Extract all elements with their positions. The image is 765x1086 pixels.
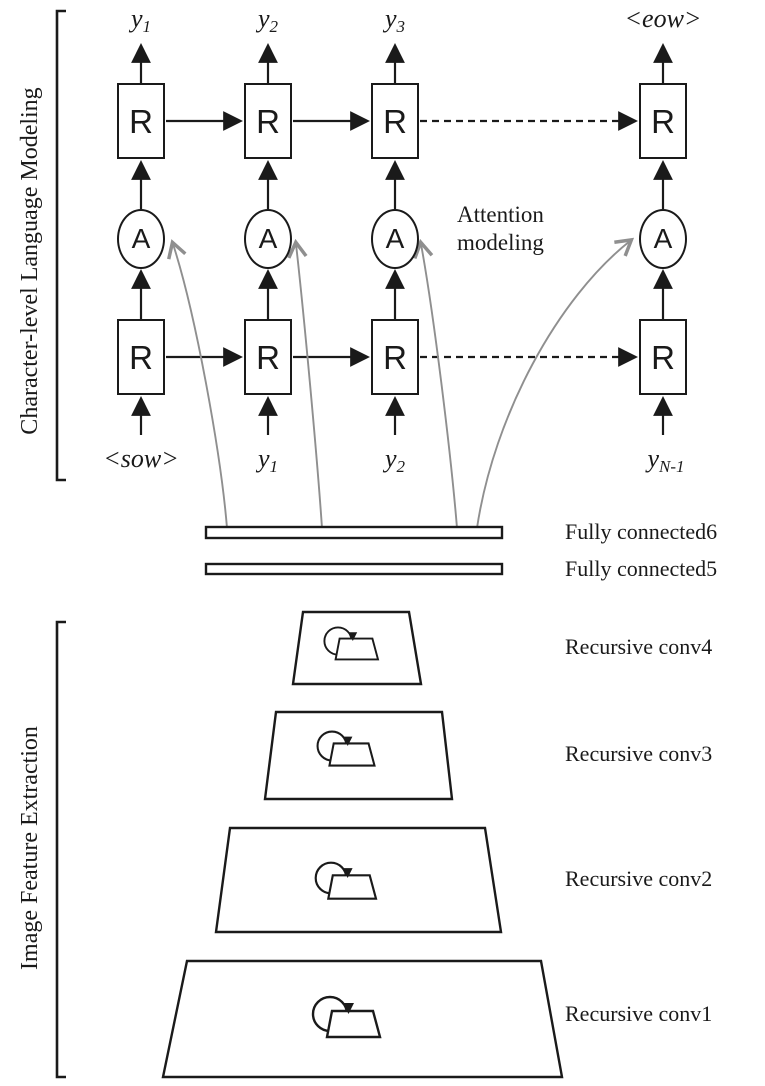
recurrent-node-top-4: R [639,83,687,159]
vertical-arrows [131,43,673,435]
output-label-3: y3 [347,4,443,36]
attention-feed-arrow-3 [413,238,458,529]
input-label-3: y2 [347,444,443,476]
recurrent-node-top-1: R [117,83,165,159]
attention-node-4: A [639,209,687,269]
language-modeling-bracket [55,9,66,482]
conv3-label: Recursive conv3 [565,741,713,766]
input-label-4-sub: N-1 [659,456,685,476]
attention-feed-arrow-4 [476,237,635,529]
output-label-4-base: <eow> [624,4,702,33]
recurrent-node-bottom-2: R [244,319,292,395]
recurrent-node-top-2: R [244,83,292,159]
section-label-feature-extraction: Image Feature Extraction [17,726,43,970]
attention-modeling-note: Attention modeling [457,201,544,257]
output-label-2: y2 [220,4,316,36]
attention-node-1: A [117,209,165,269]
output-label-2-sub: 2 [269,16,279,36]
output-label-2-base: y [257,4,270,33]
attention-node-3: A [371,209,419,269]
output-label-4: <eow> [615,4,711,36]
output-label-1: y1 [93,4,189,36]
input-label-3-base: y [384,444,397,473]
output-label-3-base: y [384,4,397,33]
fc5-label: Fully connected5 [565,556,718,581]
feature-extraction-bracket [55,620,66,1079]
input-label-2: y1 [220,444,316,476]
attention-modeling-note-line1: Attention [457,202,544,227]
recurrence-arrows [166,111,638,367]
attention-feed-arrow-1 [167,239,228,529]
recurrent-node-top-3: R [371,83,419,159]
conv1-label: Recursive conv1 [565,1001,713,1026]
input-label-3-sub: 2 [396,456,406,476]
fully-connected5-bar [204,562,504,576]
section-label-language-modeling: Character-level Language Modeling [17,87,43,435]
conv4-label: Recursive conv4 [565,634,713,659]
attention-feed-arrow-2 [287,238,323,529]
input-label-1: <sow> [93,444,189,476]
fully-connected6-bar [204,525,504,540]
input-label-4: yN-1 [618,444,714,476]
input-label-1-base: <sow> [103,444,179,473]
input-label-2-sub: 1 [269,456,279,476]
attention-modeling-note-line2: modeling [457,230,544,255]
conv2-label: Recursive conv2 [565,866,713,891]
input-label-4-base: y [647,444,660,473]
attention-feed-arrows [167,237,635,529]
attention-node-2: A [244,209,292,269]
output-label-3-sub: 3 [396,16,406,36]
output-label-1-base: y [130,4,143,33]
input-label-2-base: y [257,444,270,473]
recurrent-node-bottom-1: R [117,319,165,395]
recurrent-node-bottom-3: R [371,319,419,395]
fc6-label: Fully connected6 [565,519,718,544]
output-label-1-sub: 1 [142,16,152,36]
recurrent-node-bottom-4: R [639,319,687,395]
